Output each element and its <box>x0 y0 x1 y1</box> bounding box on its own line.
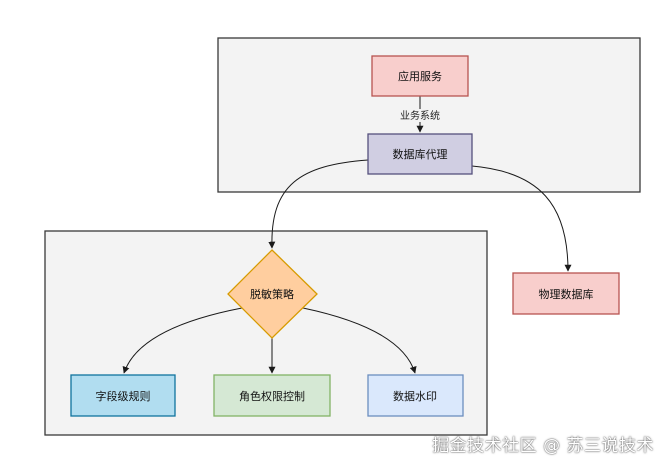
node-field-rules-label: 字段级规则 <box>96 389 151 403</box>
node-app-service-label: 应用服务 <box>398 69 442 83</box>
edge-label-business-system: 业务系统 <box>400 109 440 122</box>
node-masking-strategy[interactable]: 脱敏策略 <box>227 249 318 339</box>
edge-proxy-to-physical-db <box>471 165 572 272</box>
node-masking-strategy-label: 脱敏策略 <box>250 287 294 301</box>
edge-label-background <box>393 109 447 122</box>
node-db-proxy[interactable]: 数据库代理 <box>367 133 473 175</box>
edge-proxy-to-strategy <box>268 159 369 249</box>
node-role-access-label: 角色权限控制 <box>239 389 305 403</box>
node-role-access[interactable]: 角色权限控制 <box>213 374 331 417</box>
node-field-rules[interactable]: 字段级规则 <box>70 374 176 417</box>
edge-strategy-to-watermark <box>302 307 417 374</box>
edge-strategy-to-field-rules <box>122 307 243 374</box>
node-physical-db[interactable]: 物理数据库 <box>512 272 620 315</box>
node-data-watermark[interactable]: 数据水印 <box>367 374 464 417</box>
watermark-text: 掘金技术社区 @ 苏三说技术 <box>432 436 654 456</box>
node-db-proxy-label: 数据库代理 <box>393 147 448 161</box>
node-app-service[interactable]: 应用服务 <box>371 55 469 97</box>
node-data-watermark-label: 数据水印 <box>393 389 437 403</box>
node-physical-db-label: 物理数据库 <box>539 287 594 301</box>
